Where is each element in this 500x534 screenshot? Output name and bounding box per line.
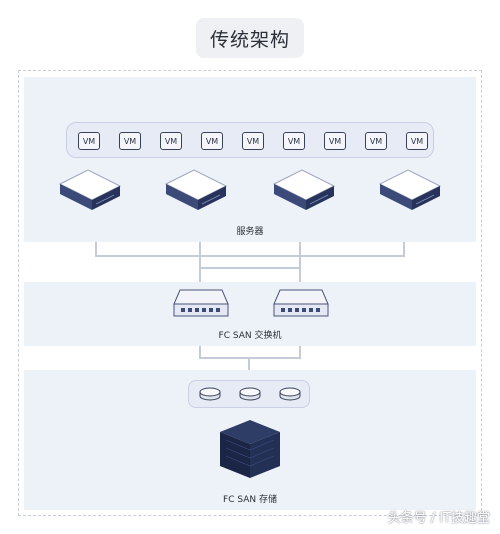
disk-icon — [199, 387, 221, 401]
switch-label: FC SAN 交换机 — [218, 331, 282, 341]
vm-box: VM — [119, 132, 141, 150]
vm-box: VM — [160, 132, 182, 150]
servers-label: 服务器 — [236, 227, 264, 237]
diagram-title: 传统架构 — [196, 18, 304, 58]
server-icon — [58, 169, 122, 210]
diagram-frame — [18, 70, 482, 516]
san-switch-icon — [173, 289, 229, 317]
switch-band — [24, 282, 476, 346]
vm-box: VM — [324, 132, 346, 150]
storage-cube-icon — [220, 420, 280, 478]
vm-box: VM — [201, 132, 223, 150]
server-icon — [272, 169, 336, 210]
watermark: 头条号 / IT技趣堂 — [387, 511, 490, 526]
disk-icon — [239, 387, 261, 401]
vm-box: VM — [365, 132, 387, 150]
server-icon — [378, 169, 442, 210]
vm-box: VM — [242, 132, 264, 150]
storage-label: FC SAN 存储 — [223, 495, 277, 505]
server-icon — [164, 169, 228, 210]
servers-band — [24, 77, 476, 242]
vm-box: VM — [283, 132, 305, 150]
san-switch-icon — [273, 289, 329, 317]
vm-box: VM — [406, 132, 428, 150]
vm-box: VM — [78, 132, 100, 150]
disk-icon — [279, 387, 301, 401]
